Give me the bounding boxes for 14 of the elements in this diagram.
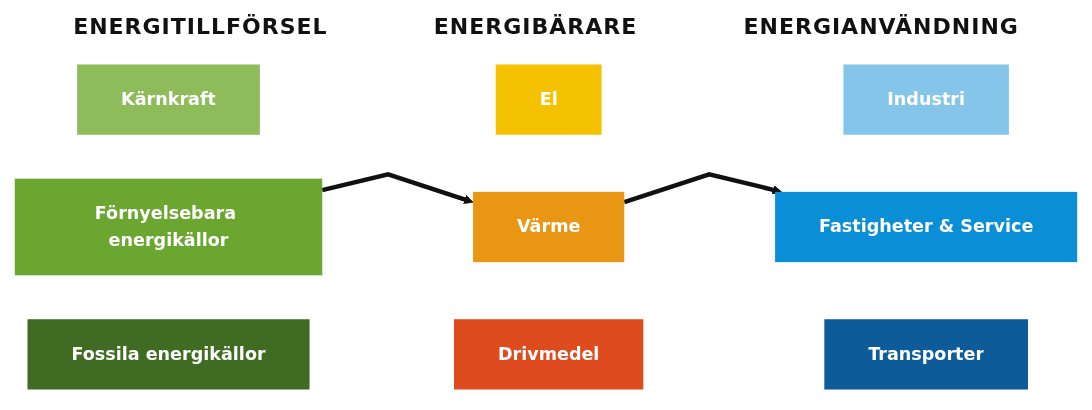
node-box: Värme: [473, 191, 625, 263]
arrow: [321, 172, 474, 205]
node-box: Förnyelsebara energikällor: [14, 178, 323, 276]
arrow: [623, 172, 782, 205]
node-box: El: [495, 64, 602, 135]
node-box: Fastigheter & Service: [775, 191, 1078, 263]
node-box: Kärnkraft: [77, 64, 260, 135]
node-box: Transporter: [824, 319, 1028, 390]
node-box: Drivmedel: [454, 319, 644, 390]
node-box: Fossila energikällor: [27, 319, 310, 390]
column-heading: ENERGIANVÄNDNING: [743, 13, 1019, 39]
node-box: Industri: [843, 64, 1009, 135]
column-heading: ENERGIBÄRARE: [433, 13, 638, 39]
column-heading: ENERGITILLFÖRSEL: [73, 13, 328, 39]
